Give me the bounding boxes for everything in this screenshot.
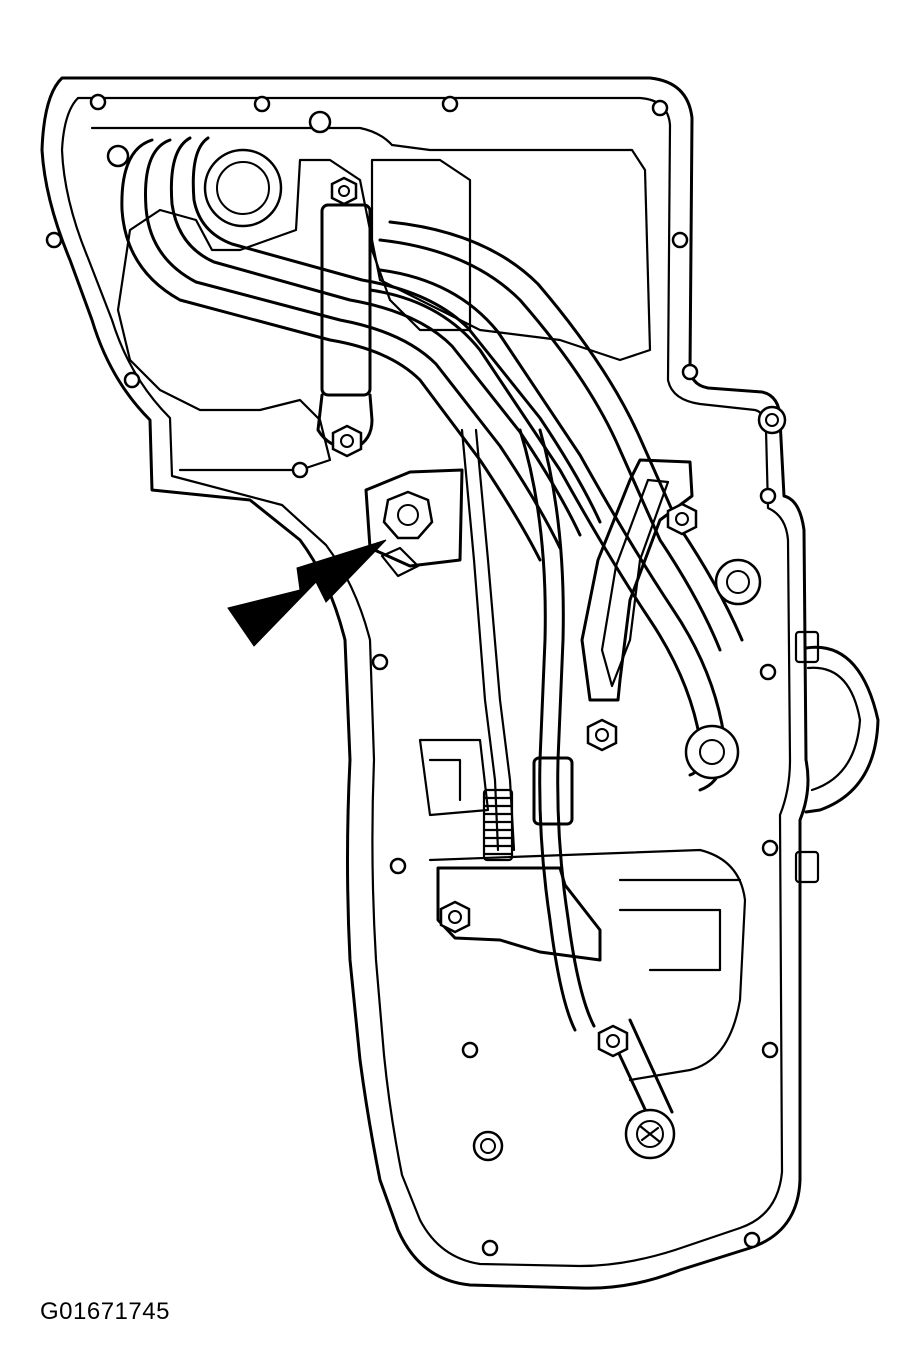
- bolt-icon: [759, 663, 777, 681]
- bolt-icon: [389, 857, 407, 875]
- hex-bolt-icon: [331, 424, 363, 458]
- plug-right-1-in: [726, 570, 750, 594]
- side-cylinder: [804, 645, 880, 814]
- target-bolt-tab: [380, 546, 420, 578]
- bolt-icon: [595, 728, 609, 742]
- lower-channel-2: [618, 878, 742, 972]
- drain-plug-in: [636, 1120, 664, 1148]
- drain-plug-thread: [638, 1124, 662, 1144]
- tube-4: [378, 238, 722, 652]
- lower-channel: [428, 848, 747, 1082]
- upper-bracket: [320, 203, 372, 397]
- tube-lower: [518, 428, 577, 1032]
- bolt-icon: [123, 371, 141, 389]
- bolt-icon: [681, 363, 699, 381]
- bolt-icon: [671, 231, 689, 249]
- threaded-boss-in: [765, 413, 779, 427]
- bolt-icon: [761, 1041, 779, 1059]
- tube-2b: [191, 136, 602, 524]
- bolt-icon: [253, 95, 271, 113]
- housing-outline: [40, 76, 810, 1290]
- bolt-icon: [651, 99, 669, 117]
- tube-clamp: [532, 756, 574, 826]
- plug-right-1: [714, 558, 762, 606]
- bolt-icon: [472, 1130, 504, 1162]
- bolt-icon: [371, 653, 389, 671]
- upper-plate: [90, 126, 652, 472]
- threaded-boss: [757, 405, 787, 435]
- lower-pocket: [418, 738, 490, 817]
- perimeter-bolts: [45, 93, 779, 1257]
- plug-right-2-in: [699, 739, 725, 765]
- tube-4b: [388, 220, 744, 642]
- spring-coils: [482, 796, 514, 856]
- bolt-icon: [761, 839, 779, 857]
- hex-bolt-icon: [586, 718, 618, 752]
- strap-bracket: [580, 458, 694, 702]
- bracket-top-block: [370, 158, 472, 332]
- bolt-icon: [382, 490, 434, 540]
- bolt-icon: [606, 1034, 620, 1048]
- gasket-inner: [60, 96, 792, 1268]
- internal-bolts: [330, 176, 698, 1162]
- tube-1b: [144, 138, 562, 550]
- figure-id-label: G01671745: [40, 1298, 170, 1325]
- bolt-icon: [675, 512, 689, 526]
- hex-bolt-icon: [666, 502, 698, 536]
- bolt-icon: [441, 95, 459, 113]
- bolt-icon: [759, 487, 777, 505]
- bolt-icon: [743, 1231, 761, 1249]
- bolt-icon: [106, 144, 130, 168]
- target-bolt-center: [397, 504, 419, 526]
- bolt-icon: [480, 1138, 496, 1154]
- plug-right-2: [684, 724, 740, 780]
- tube-lower-b: [538, 428, 596, 1028]
- filler-plug-in: [216, 161, 270, 215]
- bolt-icon: [448, 910, 462, 924]
- bolt-icon: [338, 185, 350, 197]
- tube-2: [169, 136, 582, 537]
- tube-1: [120, 138, 542, 562]
- bolt-icon: [291, 461, 309, 479]
- bolt-icon: [481, 1239, 499, 1257]
- hex-bolt-icon: [439, 900, 471, 934]
- side-cylinder-tab: [794, 630, 820, 664]
- bolt-icon: [45, 231, 63, 249]
- target-bolt: [364, 468, 464, 578]
- hex-bolt-icon: [597, 1024, 629, 1058]
- hex-bolt-icon: [330, 176, 358, 206]
- side-cylinder-inner: [806, 666, 862, 792]
- bolt-icon: [461, 1041, 479, 1059]
- side-cylinder-tab-2: [794, 850, 820, 884]
- cable: [460, 428, 500, 852]
- bolt-icon: [89, 93, 107, 111]
- spring: [482, 788, 514, 862]
- arrow-icon: [227, 539, 387, 647]
- strap-bracket-inner: [600, 478, 670, 688]
- bolt-icon: [340, 434, 354, 448]
- bolt-icon: [308, 110, 332, 134]
